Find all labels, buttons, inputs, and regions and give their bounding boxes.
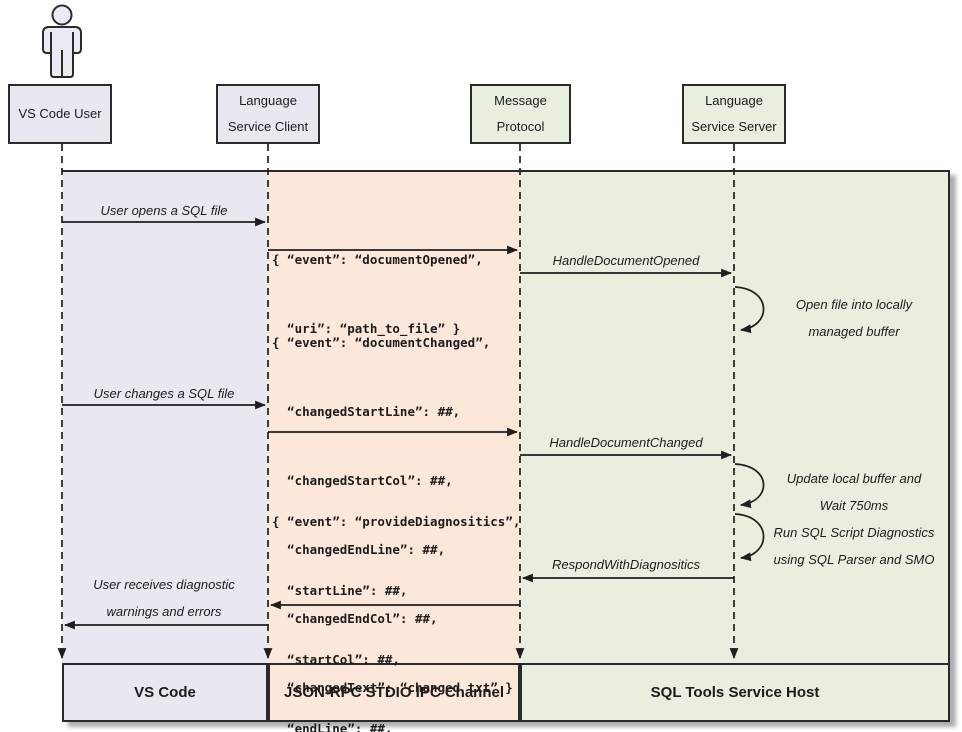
participant-label: Language: [239, 93, 297, 108]
payload-line: “startLine”: ##,: [272, 583, 408, 598]
payload-line: “endLine”: ##,: [272, 721, 393, 732]
participant-label: VS Code User: [18, 106, 102, 121]
lane-sql-tools-service-host: SQL Tools Service Host: [520, 663, 950, 722]
participant-vscode-user: VS Code User: [8, 84, 112, 144]
label-line: User receives diagnostic: [93, 577, 235, 592]
label-user-changes: User changes a SQL file: [93, 386, 235, 401]
participant-label: Protocol: [496, 119, 545, 134]
note-run-diagnostics: Run SQL Script Diagnostics using SQL Par…: [760, 519, 948, 573]
payload-document-opened: { “event”: “documentOpened”, “uri”: “pat…: [272, 202, 483, 386]
payload-line: “changedText”: “changed txt” }: [272, 680, 513, 695]
note-line: Wait 750ms: [819, 498, 889, 513]
lane-vscode: VS Code: [62, 663, 268, 722]
payload-line: { “event”: “documentOpened”,: [272, 252, 483, 267]
lane-label: SQL Tools Service Host: [650, 684, 820, 701]
payload-line: “changedStartCol”: ##,: [272, 473, 453, 488]
user-actor-icon: [42, 4, 82, 78]
vscode-column: [62, 172, 268, 722]
payload-line: { “event”: “documentChanged”,: [272, 335, 491, 350]
label-handle-document-opened: HandleDocumentOpened: [552, 253, 700, 268]
participant-language-service-client: Language Service Client: [216, 84, 320, 144]
payload-provide-diagnostics: { “event”: “provideDiagnositics”, “start…: [272, 464, 520, 732]
note-update-buffer: Update local buffer and Wait 750ms: [760, 465, 948, 519]
ipc-channel-column: [268, 172, 520, 722]
note-line: managed buffer: [808, 324, 900, 339]
label-respond-with-diagnostics: RespondWithDiagnositics: [551, 557, 700, 572]
participant-message-protocol: Message Protocol: [470, 84, 571, 144]
lane-label: JSON-RPC STDIO IPC Channel: [283, 684, 505, 701]
payload-line: “changedEndLine”: ##,: [272, 542, 446, 557]
note-line: Open file into locally: [795, 297, 913, 312]
participant-label: Language: [705, 93, 763, 108]
lane-jsonrpc-channel: JSON-RPC STDIO IPC Channel: [268, 663, 520, 722]
label-user-opens: User opens a SQL file: [100, 203, 228, 218]
note-line: Update local buffer and: [786, 471, 922, 486]
payload-line: “startCol”: ##,: [272, 652, 400, 667]
note-open-file: Open file into locally managed buffer: [760, 291, 948, 345]
payload-line: “changedEndCol”: ##,: [272, 611, 438, 626]
payload-line: { “event”: “provideDiagnositics”,: [272, 514, 521, 529]
lane-label: VS Code: [134, 684, 196, 701]
label-handle-document-changed: HandleDocumentChanged: [549, 435, 703, 450]
payload-document-changed: { “event”: “documentChanged”, “changedSt…: [272, 285, 513, 732]
participant-label: Service Server: [691, 119, 777, 134]
payload-line: “uri”: “path_to_file” }: [272, 321, 461, 336]
participant-label: Service Client: [227, 119, 309, 134]
label-user-receives: User receives diagnostic warnings and er…: [62, 571, 266, 625]
note-line: using SQL Parser and SMO: [773, 552, 935, 567]
label-line: warnings and errors: [106, 604, 222, 619]
payload-line: “changedStartLine”: ##,: [272, 404, 461, 419]
participant-language-service-server: Language Service Server: [682, 84, 786, 144]
participant-label: Message: [494, 93, 547, 108]
note-line: Run SQL Script Diagnostics: [773, 525, 935, 540]
